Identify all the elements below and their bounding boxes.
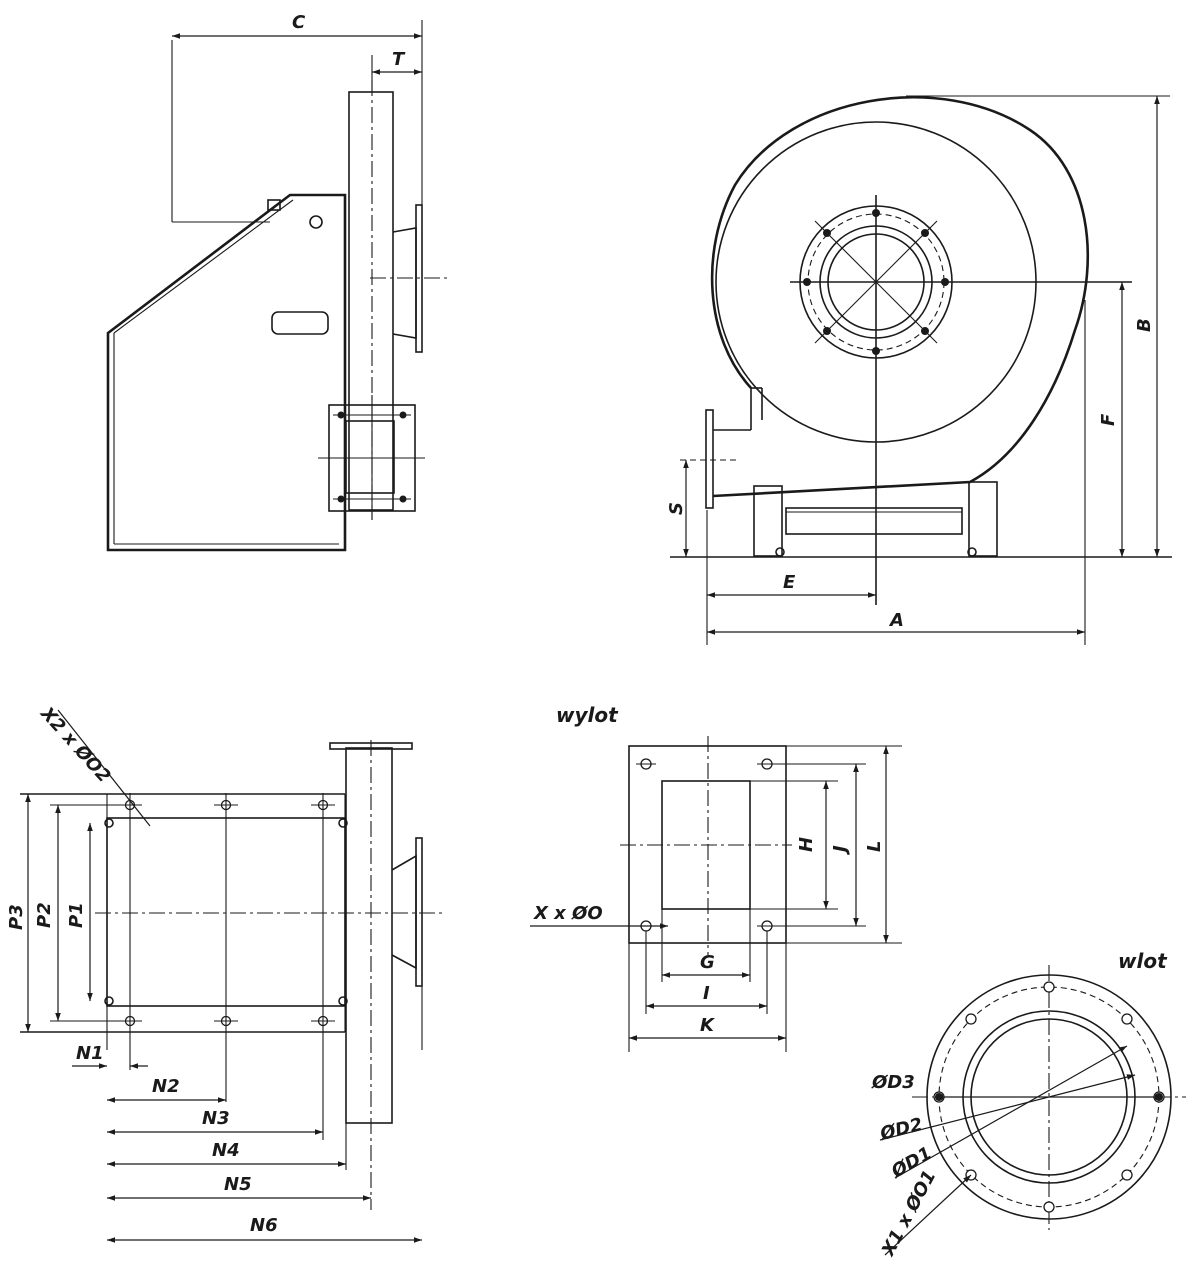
xo-label: X x ØO [533, 903, 603, 924]
dim-l-label: L [864, 841, 885, 852]
front-view: A E S F B [666, 95, 1172, 645]
dim-d2-line [879, 1074, 1136, 1141]
dim-f-label: F [1098, 413, 1119, 426]
dim-t-label: T [392, 49, 406, 70]
dim-d2-label: ØD2 [877, 1114, 925, 1145]
casing-side [348, 91, 394, 511]
dim-k-label: K [700, 1015, 716, 1036]
dim-p3-label: P3 [6, 904, 27, 930]
inlet-title: wlot [1118, 949, 1168, 973]
dim-p2-label: P2 [34, 902, 55, 928]
dim-s-label: S [666, 502, 687, 515]
x2-label: X2 x ØO2 [36, 703, 115, 787]
dim-n4-label: N4 [212, 1140, 240, 1161]
dim-c-label: C [292, 12, 306, 33]
screw-icon [309, 215, 323, 229]
dim-a-label: A [888, 610, 904, 631]
x1-leader [884, 1174, 972, 1256]
dim-b-label: B [1134, 318, 1155, 332]
dim-g-label: G [700, 952, 715, 973]
dim-n1-label: N1 [76, 1043, 104, 1064]
dim-h-label: H [796, 837, 817, 852]
dim-d3-label: ØD3 [871, 1072, 915, 1093]
motor-guard-outline [106, 193, 347, 552]
dim-p1-label: P1 [66, 902, 87, 928]
inlet-flange-view: wlot ØD3 ØD2 ØD1 X1 x ØO1 [871, 949, 1186, 1260]
dim-e-label: E [783, 572, 796, 593]
outlet-title: wylot [556, 703, 619, 727]
top-view: X2 x ØO2 P3 P2 P1 N1 N2 N3 N4 N5 N6 [6, 703, 445, 1243]
x1-label: X1 x ØO1 [877, 1167, 940, 1260]
side-view: C T [106, 12, 450, 552]
x2-leader [57, 709, 151, 827]
dim-j-label: J [830, 845, 851, 855]
outlet-flange-front [705, 409, 714, 509]
volute-outline [710, 96, 1090, 498]
dim-n3-label: N3 [202, 1108, 230, 1129]
nameplate-slot [271, 311, 329, 335]
dim-n2-label: N2 [152, 1076, 180, 1097]
outlet-flange-view: wylot X x ØO H J L G I [530, 703, 902, 1052]
dim-n6-label: N6 [250, 1215, 278, 1236]
dim-n5-label: N5 [224, 1174, 252, 1195]
dim-i-label: I [703, 983, 710, 1004]
dim-d1-line [894, 1045, 1128, 1179]
